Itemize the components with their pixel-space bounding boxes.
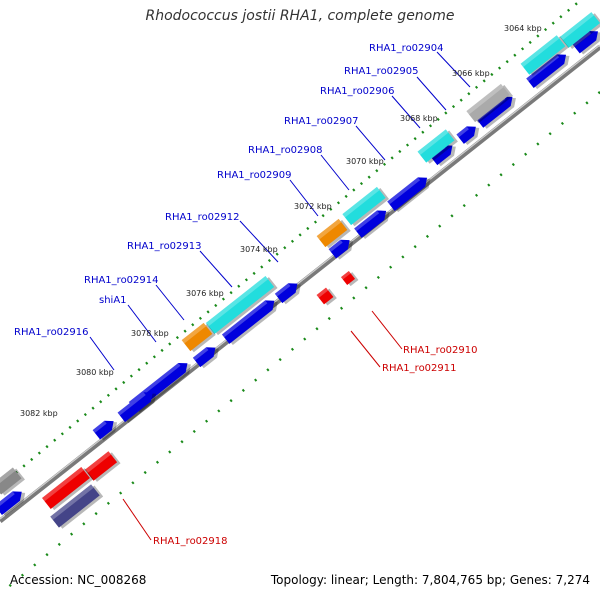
leader-ro02910 bbox=[371, 310, 403, 350]
scale-label-3080: 3080 kbp bbox=[76, 368, 114, 377]
leader-ro02906 bbox=[391, 95, 421, 129]
leader-ro02909 bbox=[289, 179, 319, 217]
scale-label-3070: 3070 kbp bbox=[346, 157, 384, 166]
navy-feature[interactable] bbox=[50, 483, 104, 530]
leader-ro02912 bbox=[239, 220, 279, 263]
cds-arrow[interactable] bbox=[387, 172, 434, 214]
highlight-gene[interactable] bbox=[342, 186, 390, 228]
scale-label-3068: 3068 kbp bbox=[400, 114, 438, 123]
gene-label-ro02918[interactable]: RHA1_ro02918 bbox=[153, 536, 228, 547]
gene-label-ro02910[interactable]: RHA1_ro02910 bbox=[403, 345, 478, 356]
scale-label-3066: 3066 kbp bbox=[452, 69, 490, 78]
genome-backbone-highlight bbox=[0, 44, 600, 520]
leader-ro02905 bbox=[416, 76, 447, 111]
gene-label-ro02911[interactable]: RHA1_ro02911 bbox=[382, 363, 457, 374]
scale-label-3072: 3072 kbp bbox=[294, 202, 332, 211]
scale-label-3064: 3064 kbp bbox=[504, 24, 542, 33]
gene-label-ro02908[interactable]: RHA1_ro02908 bbox=[248, 145, 323, 156]
red-feature[interactable] bbox=[84, 450, 121, 483]
gene-label-shiA1[interactable]: shiA1 bbox=[99, 295, 127, 306]
scale-label-3078: 3078 kbp bbox=[131, 329, 169, 338]
gene-label-ro02913[interactable]: RHA1_ro02913 bbox=[127, 241, 202, 252]
highlight-gene[interactable] bbox=[520, 34, 569, 77]
cds-arrow[interactable] bbox=[572, 25, 600, 55]
gene-label-ro02914[interactable]: RHA1_ro02914 bbox=[84, 275, 159, 286]
gene-label-ro02906[interactable]: RHA1_ro02906 bbox=[320, 86, 395, 97]
gene-label-ro02916[interactable]: RHA1_ro02916 bbox=[14, 327, 89, 338]
cds-arrow[interactable] bbox=[0, 486, 29, 518]
leader-ro02907 bbox=[355, 125, 386, 161]
cds-arrow[interactable] bbox=[354, 205, 393, 240]
highlight-gene[interactable] bbox=[417, 128, 458, 165]
leader-ro02913 bbox=[199, 250, 233, 288]
inner-tick-track bbox=[0, 91, 600, 595]
cds-arrow[interactable] bbox=[92, 415, 121, 442]
map-title: Rhodococcus jostii RHA1, complete genome bbox=[145, 8, 455, 24]
cds-arrow[interactable] bbox=[328, 234, 357, 261]
outer-tick-track bbox=[0, 0, 583, 487]
leader-ro02904 bbox=[436, 51, 471, 88]
cds-arrow[interactable] bbox=[274, 278, 305, 306]
highlight-gene[interactable] bbox=[559, 11, 600, 50]
cds-arrow[interactable] bbox=[117, 387, 160, 425]
leader-ro02916 bbox=[89, 336, 115, 371]
red-feature[interactable] bbox=[42, 466, 94, 512]
genome-backbone bbox=[0, 45, 600, 523]
grey-feature[interactable] bbox=[0, 466, 25, 497]
gene-label-ro02912[interactable]: RHA1_ro02912 bbox=[165, 212, 240, 223]
scale-label-3074: 3074 kbp bbox=[240, 245, 278, 254]
cds-arrow[interactable] bbox=[221, 295, 282, 346]
leader-shiA1 bbox=[127, 304, 157, 343]
cds-arrow[interactable] bbox=[526, 49, 573, 91]
genome-summary-text: Topology: linear; Length: 7,804,765 bp; … bbox=[270, 573, 590, 587]
gene-label-ro02904[interactable]: RHA1_ro02904 bbox=[369, 43, 444, 54]
grey-feature[interactable] bbox=[466, 83, 514, 125]
orange-feature[interactable] bbox=[181, 322, 216, 354]
gene-label-ro02909[interactable]: RHA1_ro02909 bbox=[217, 170, 292, 181]
orange-feature[interactable] bbox=[316, 218, 351, 250]
leader-ro02918 bbox=[122, 498, 152, 541]
highlight-gene[interactable] bbox=[205, 275, 278, 337]
gene-features bbox=[0, 11, 600, 530]
leader-ro02908 bbox=[320, 154, 350, 191]
scale-label-3076: 3076 kbp bbox=[186, 289, 224, 298]
cds-arrow[interactable] bbox=[192, 342, 223, 370]
scale-label-3082: 3082 kbp bbox=[20, 409, 58, 418]
accession-text: Accession: NC_008268 bbox=[10, 573, 147, 587]
gene-label-ro02907[interactable]: RHA1_ro02907 bbox=[284, 116, 359, 127]
leader-ro02914 bbox=[155, 284, 185, 321]
leader-ro02911 bbox=[350, 330, 381, 368]
red-feature[interactable] bbox=[316, 286, 337, 306]
cds-arrow[interactable] bbox=[456, 121, 483, 146]
red-feature[interactable] bbox=[340, 270, 359, 288]
gene-label-ro02905[interactable]: RHA1_ro02905 bbox=[344, 66, 419, 77]
